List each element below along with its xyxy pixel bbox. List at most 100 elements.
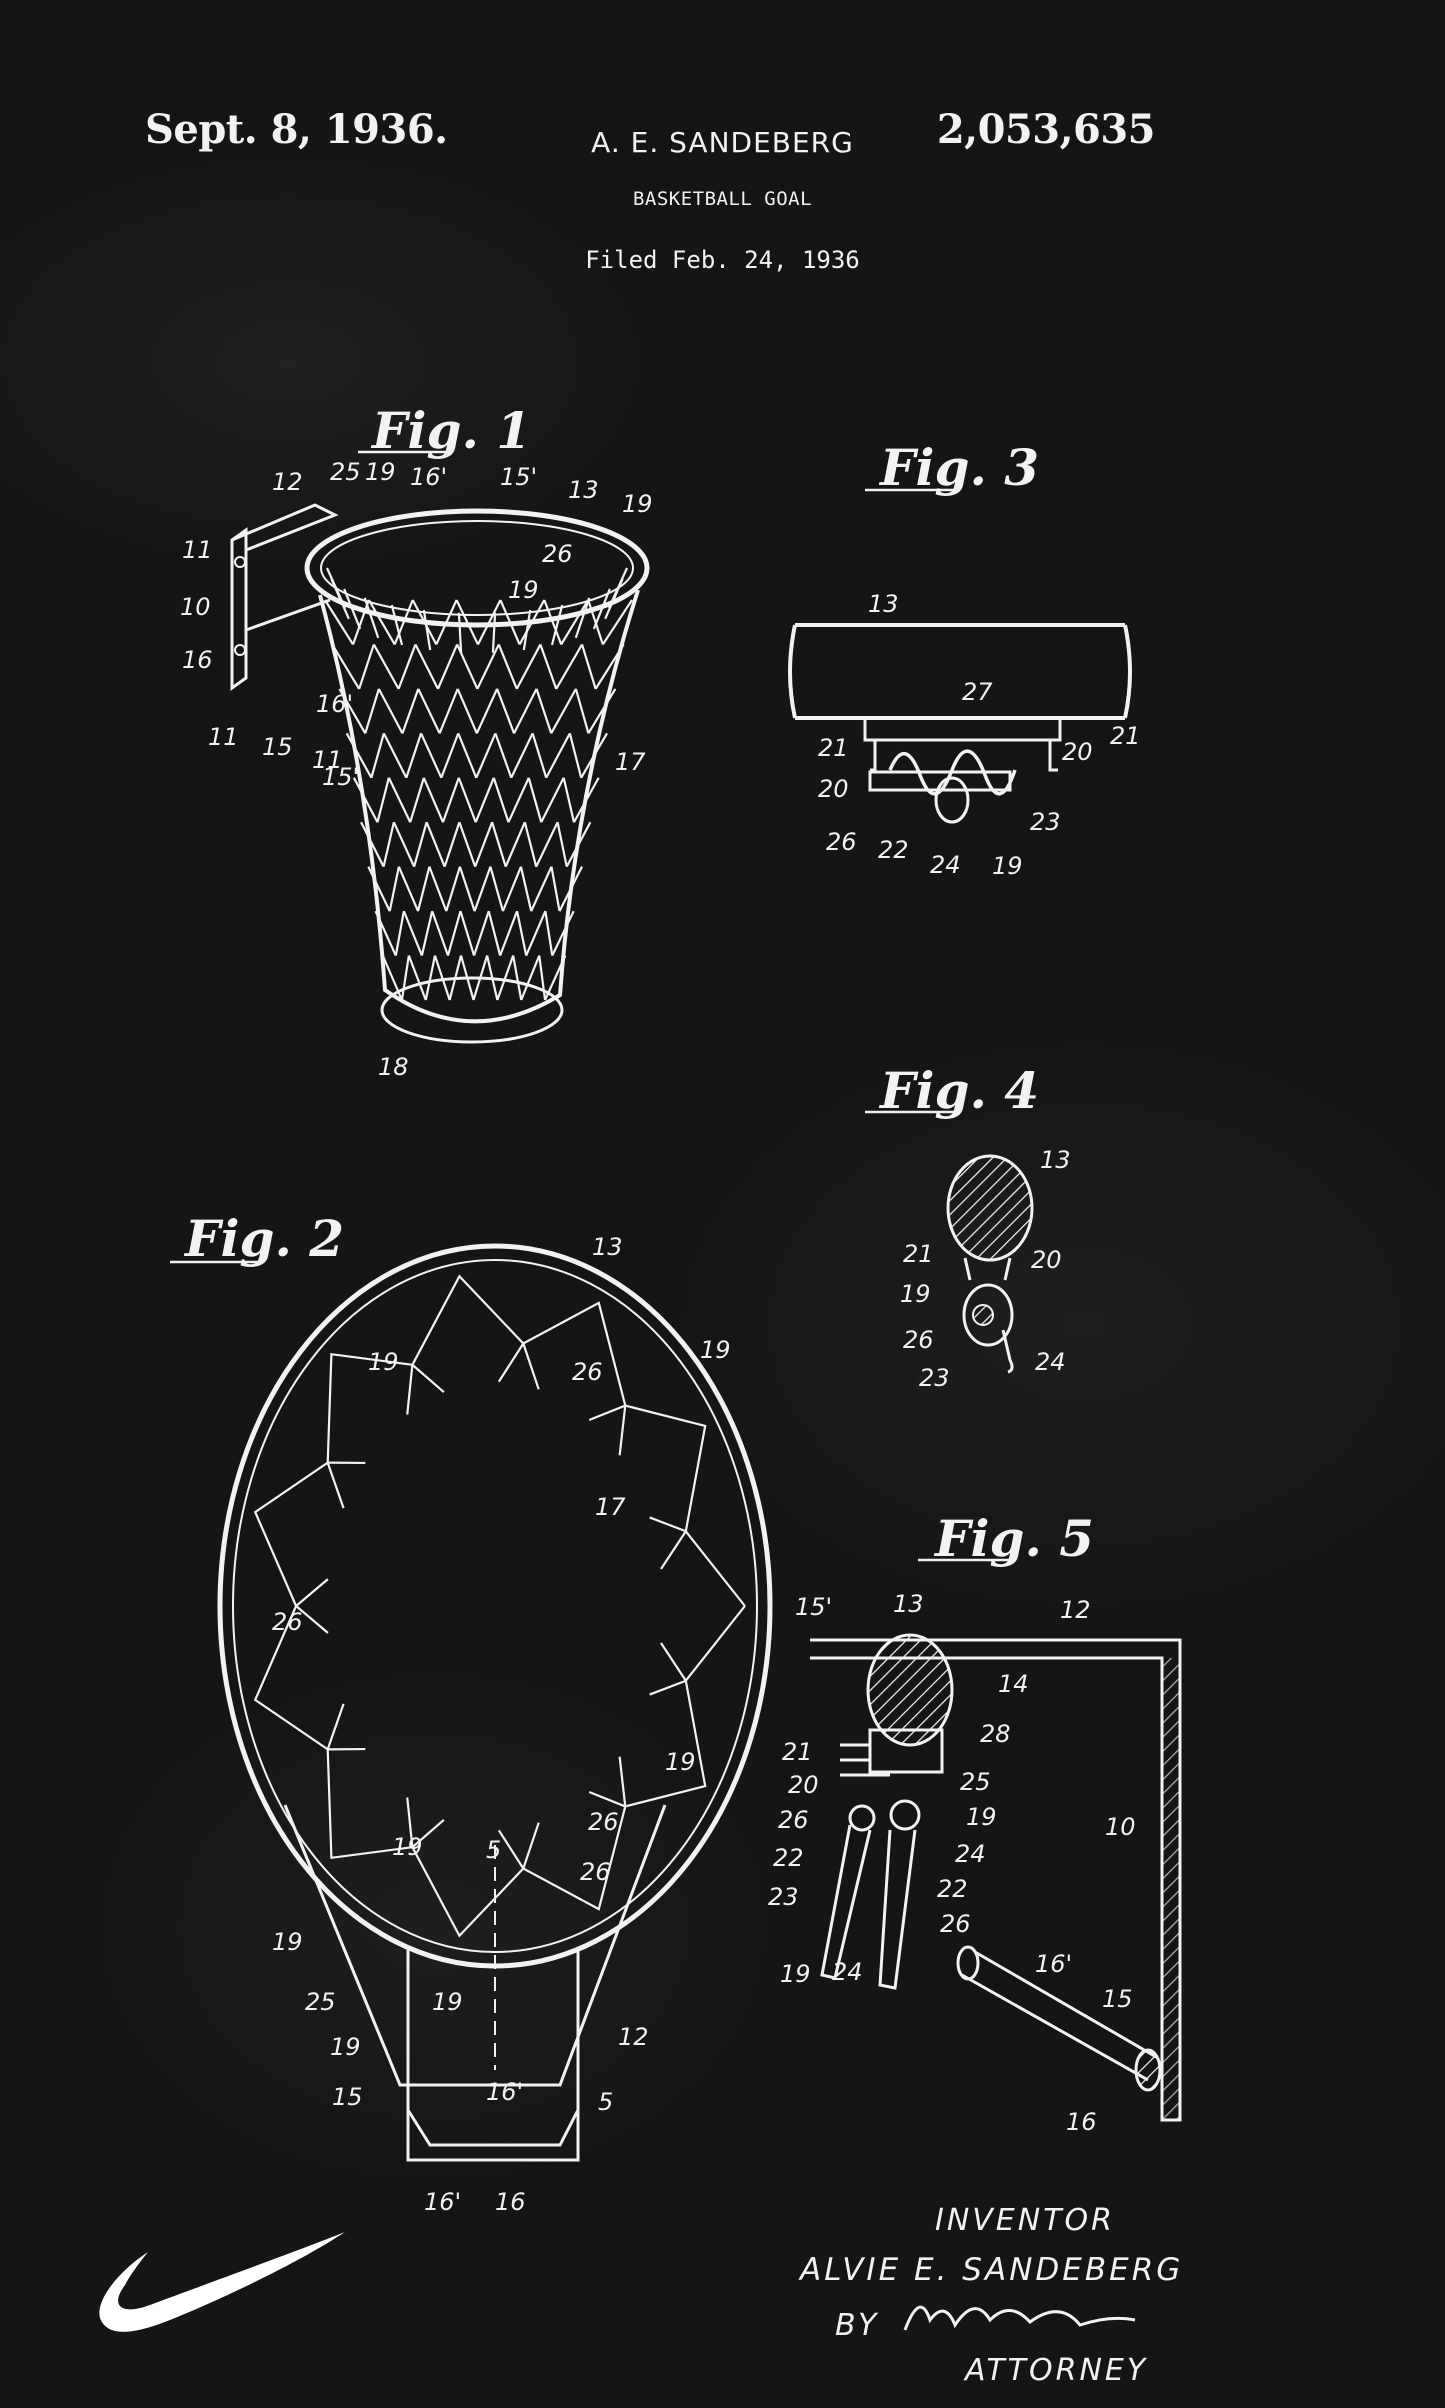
ref-numeral: 19 (622, 490, 653, 518)
ref-numeral: 15' (500, 463, 537, 491)
ref-numeral: 12 (272, 468, 303, 496)
ref-numeral: 15 (1102, 1985, 1133, 2013)
ref-numeral: 26 (826, 828, 857, 856)
ref-numeral: 15 (332, 2083, 363, 2111)
ref-numeral: 16' (316, 690, 353, 718)
ref-numeral: 17 (595, 1493, 626, 1521)
ref-numeral: 22 (937, 1875, 968, 1903)
filed-date: Filed Feb. 24, 1936 (585, 246, 860, 274)
ref-numeral: 19 (508, 576, 539, 604)
ref-numeral: 16 (495, 2188, 526, 2216)
ref-numeral: 24 (1035, 1348, 1066, 1376)
ref-numeral: 10 (1105, 1813, 1136, 1841)
ref-numeral: 20 (1031, 1246, 1062, 1274)
ref-numeral: 23 (919, 1364, 950, 1392)
figure-4: Fig. 4 (865, 1061, 1039, 1374)
ref-numeral: 19 (665, 1748, 696, 1776)
ref-numeral: 21 (782, 1738, 813, 1766)
ref-numeral: 16 (182, 646, 213, 674)
ref-numeral: 26 (588, 1808, 619, 1836)
ref-numeral: 10 (180, 593, 211, 621)
ref-numeral: 21 (903, 1240, 934, 1268)
ref-numeral: 18 (378, 1053, 409, 1081)
ref-numeral: 13 (568, 476, 599, 504)
ref-numeral: 16' (1035, 1950, 1072, 1978)
ref-numeral: 22 (773, 1844, 804, 1872)
ref-numeral: 16 (1066, 2108, 1097, 2136)
figure-5: Fig. 5 (810, 1509, 1182, 2122)
attorney-signature (903, 2305, 1136, 2331)
ref-numeral: 24 (955, 1840, 986, 1868)
ref-numeral: 24 (832, 1958, 863, 1986)
ref-numeral: 11 (208, 723, 239, 751)
ref-numeral: 13 (893, 1590, 924, 1618)
fig-1-label: Fig. 1 (370, 401, 531, 460)
inventor-label: INVENTOR (935, 2203, 1115, 2238)
figure-2: Fig. 2 (170, 1209, 773, 2162)
ref-numeral: 15 (262, 733, 293, 761)
ref-numeral: 23 (1030, 808, 1061, 836)
ref-numeral: 15' (322, 763, 359, 791)
ref-numeral: 20 (818, 775, 849, 803)
ref-numeral: 19 (272, 1928, 303, 1956)
ref-numeral: 14 (998, 1670, 1029, 1698)
ref-numeral: 16' (410, 463, 447, 491)
ref-numeral: 13 (592, 1233, 623, 1261)
ref-numeral: 19 (330, 2033, 361, 2061)
ref-numeral: 19 (992, 852, 1023, 880)
ref-numeral: 25 (330, 458, 361, 486)
ref-numeral: 26 (542, 540, 573, 568)
ref-numeral: 26 (272, 1608, 303, 1636)
ref-numeral: 19 (365, 458, 396, 486)
ref-numeral: 21 (818, 734, 849, 762)
ref-numeral: 19 (900, 1280, 931, 1308)
swoosh-logo (99, 2232, 345, 2332)
ref-numeral: 12 (618, 2023, 649, 2051)
ref-numeral: 26 (778, 1806, 809, 1834)
ref-numeral: 20 (788, 1771, 819, 1799)
ref-numeral: 26 (572, 1358, 603, 1386)
ref-numeral: 16' (424, 2188, 461, 2216)
ref-numeral: 11 (312, 746, 343, 774)
signature-block: INVENTOR ALVIE E. SANDEBERG BY ATTORNEY (798, 2203, 1183, 2388)
ref-numeral: 5 (486, 1836, 501, 1864)
fig-2-label: Fig. 2 (183, 1209, 344, 1268)
ref-numeral: 19 (392, 1833, 423, 1861)
ref-numeral: 26 (940, 1910, 971, 1938)
ref-numeral: 16' (486, 2078, 523, 2106)
ref-numeral: 13 (1040, 1146, 1071, 1174)
ref-numeral: 19 (780, 1960, 811, 1988)
ref-numeral: 20 (1062, 738, 1093, 766)
ref-numeral: 28 (980, 1720, 1011, 1748)
ref-numeral: 27 (962, 678, 993, 706)
fig-5-label: Fig. 5 (933, 1509, 1094, 1568)
patent-title: BASKETBALL GOAL (632, 188, 813, 210)
figure-1: Fig. 1 (230, 401, 650, 1044)
ref-numeral: 15' (795, 1593, 832, 1621)
ref-numeral: 19 (966, 1803, 997, 1831)
inventor-heading: A. E. SANDEBERG (591, 126, 854, 159)
ref-numeral: 19 (368, 1348, 399, 1376)
fig-4-label: Fig. 4 (878, 1061, 1039, 1120)
ref-numeral: 5 (598, 2088, 613, 2116)
ref-numeral: 23 (768, 1883, 799, 1911)
by-label: BY (835, 2308, 879, 2343)
patent-date: Sept. 8, 1936. (145, 106, 448, 153)
ref-numeral: 26 (580, 1858, 611, 1886)
ref-numeral: 12 (1060, 1596, 1091, 1624)
ref-numeral: 25 (305, 1988, 336, 2016)
figure-3: Fig. 3 (788, 438, 1132, 824)
inventor-name: ALVIE E. SANDEBERG (798, 2252, 1183, 2288)
patent-number: 2,053,635 (936, 106, 1156, 153)
ref-numeral: 13 (868, 590, 899, 618)
ref-numeral: 19 (700, 1336, 731, 1364)
ref-numeral: 11 (182, 536, 213, 564)
ref-numeral: 21 (1110, 722, 1141, 750)
ref-numeral: 17 (615, 748, 646, 776)
ref-numeral: 22 (878, 836, 909, 864)
ref-numeral: 19 (432, 1988, 463, 2016)
ref-numeral: 24 (930, 851, 961, 879)
